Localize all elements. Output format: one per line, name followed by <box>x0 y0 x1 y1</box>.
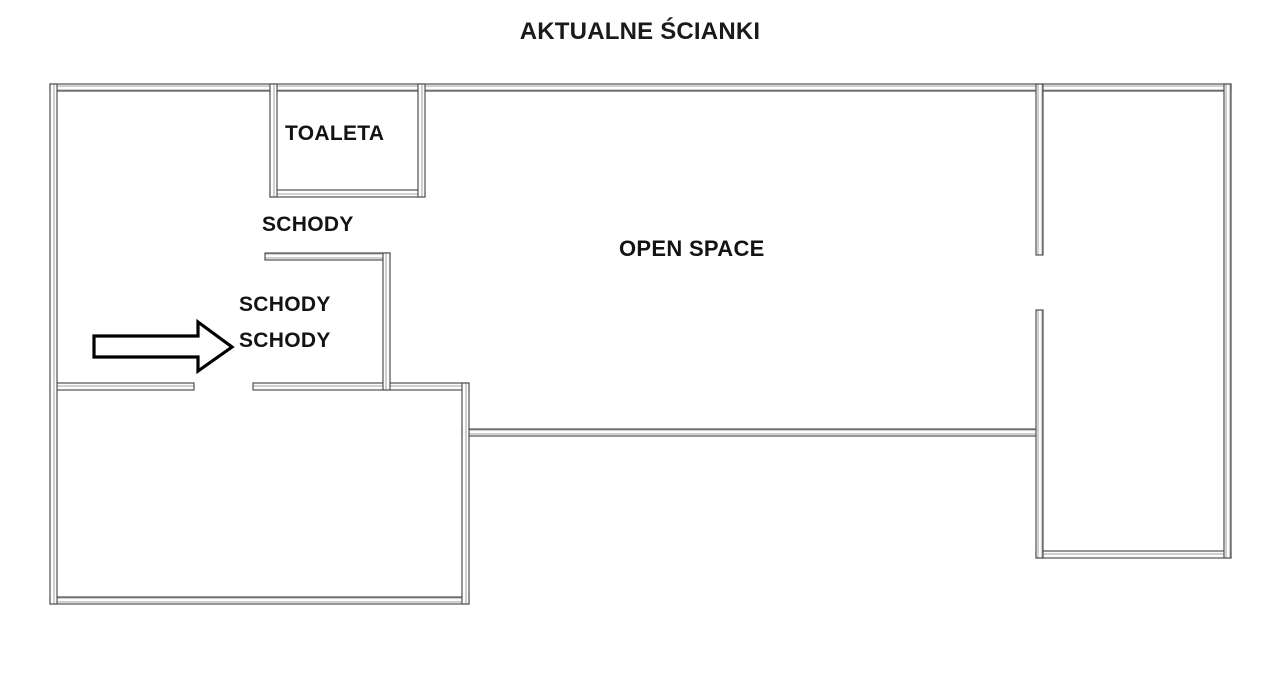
wall-open-space-base <box>461 428 1043 437</box>
wall-schody-right <box>382 252 391 391</box>
wall-toaleta-left <box>269 83 278 198</box>
direction-arrow <box>92 318 235 375</box>
wall-toaleta-bottom <box>269 189 426 198</box>
wall-toaleta-right <box>417 83 426 198</box>
wall-schody-top <box>264 252 391 261</box>
wall-outer-right <box>1223 83 1232 559</box>
wall-outer-left <box>49 83 58 605</box>
wall-right-room-lower <box>1035 309 1044 559</box>
room-label-toaleta: TOALETA <box>285 122 385 145</box>
room-label-schody-3: SCHODY <box>239 329 331 352</box>
wall-bottom-right-base <box>1035 550 1232 559</box>
room-label-schody-1: SCHODY <box>262 213 354 236</box>
wall-outer-top <box>49 83 1232 92</box>
wall-right-room-upper <box>1035 83 1044 256</box>
room-label-open-space: OPEN SPACE <box>619 236 765 261</box>
wall-mid-vertical <box>461 382 470 605</box>
wall-mid-horizontal-right <box>252 382 470 391</box>
wall-bottom-left-base <box>49 596 470 605</box>
wall-mid-horizontal-left <box>49 382 195 391</box>
room-label-schody-2: SCHODY <box>239 293 331 316</box>
page-title: AKTUALNE ŚCIANKI <box>519 18 761 45</box>
